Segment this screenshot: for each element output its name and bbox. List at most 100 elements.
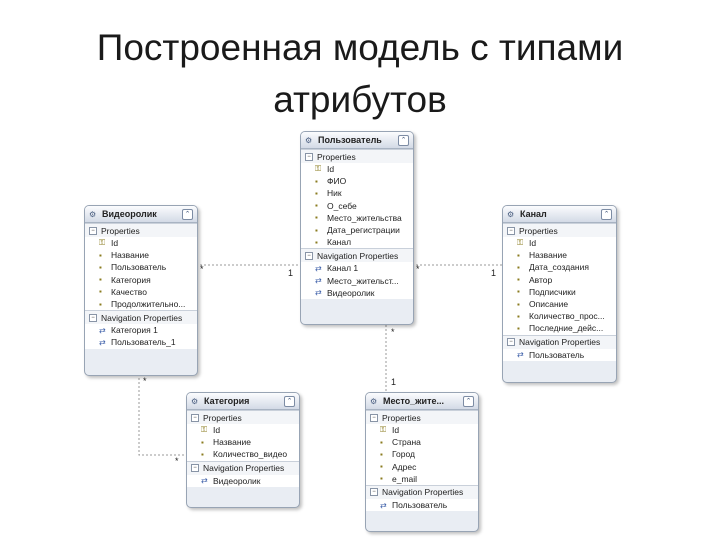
collapse-icon[interactable]: ⌃ bbox=[284, 395, 295, 407]
property-row[interactable]: ▪Название bbox=[85, 249, 197, 262]
section-toggle-icon[interactable]: − bbox=[191, 413, 199, 422]
section-toggle-icon[interactable]: − bbox=[305, 152, 313, 161]
properties-section[interactable]: − Properties bbox=[85, 223, 197, 237]
property-label: Автор bbox=[529, 274, 553, 285]
navigation-row[interactable]: ⇄Видеоролик bbox=[187, 474, 299, 487]
mult-video-user-one: 1 bbox=[288, 268, 294, 278]
navigation-row[interactable]: ⇄Пользователь bbox=[503, 348, 616, 361]
property-row[interactable]: ▪Количество_прос... bbox=[503, 310, 616, 323]
section-label: Navigation Properties bbox=[519, 337, 601, 347]
property-row[interactable]: ▪e_mail bbox=[366, 472, 478, 485]
entity-icon: ⚙ bbox=[89, 209, 97, 219]
property-icon: ▪ bbox=[517, 275, 520, 285]
property-row[interactable]: ▪Подписчики bbox=[503, 285, 616, 298]
property-label: Последние_дейс... bbox=[529, 323, 604, 334]
property-row[interactable]: ▪Пользователь bbox=[85, 261, 197, 274]
title-line-2: атрибутов bbox=[273, 79, 447, 120]
entity-polzovatel[interactable]: ⚙ Пользователь ⌃ − Properties ⚿Id ▪ФИО ▪… bbox=[300, 131, 414, 325]
entity-header[interactable]: ⚙ Категория ⌃ bbox=[187, 393, 299, 410]
collapse-icon[interactable]: ⌃ bbox=[601, 208, 612, 220]
navigation-label: Категория 1 bbox=[111, 325, 158, 336]
property-label: Название bbox=[111, 250, 149, 261]
property-row[interactable]: ▪Место_жительства bbox=[301, 211, 413, 224]
entity-header[interactable]: ⚙ Пользователь ⌃ bbox=[301, 132, 413, 149]
property-row[interactable]: ⚿Id bbox=[366, 424, 478, 437]
property-icon: ▪ bbox=[315, 213, 318, 223]
section-label: Properties bbox=[519, 225, 558, 236]
collapse-icon[interactable]: ⌃ bbox=[398, 134, 409, 146]
navigation-label: Канал 1 bbox=[327, 263, 359, 274]
properties-section[interactable]: − Properties bbox=[301, 149, 413, 163]
entity-header[interactable]: ⚙ Место_жите... ⌃ bbox=[366, 393, 478, 410]
navigation-section[interactable]: − Navigation Properties bbox=[85, 310, 197, 325]
entity-videorolik[interactable]: ⚙ Видеоролик ⌃ − Properties ⚿ Id ▪Названи… bbox=[84, 205, 198, 376]
navigation-row[interactable]: ⇄Видеоролик bbox=[301, 286, 413, 299]
navigation-section[interactable]: − Navigation Properties bbox=[366, 484, 478, 499]
property-row[interactable]: ▪Количество_видео bbox=[187, 448, 299, 461]
navigation-row[interactable]: ⇄Пользователь_1 bbox=[85, 336, 197, 349]
section-toggle-icon[interactable]: − bbox=[507, 226, 515, 235]
navigation-section[interactable]: − Navigation Properties bbox=[187, 460, 299, 475]
property-row[interactable]: ▪Дата_регистрации bbox=[301, 223, 413, 237]
property-row[interactable]: ▪Адрес bbox=[366, 460, 478, 473]
navigation-section[interactable]: − Navigation Properties bbox=[301, 248, 413, 263]
property-row[interactable]: ▪Канал bbox=[301, 236, 413, 249]
entity-kategoriya[interactable]: ⚙ Категория ⌃ − Properties ⚿Id ▪Название… bbox=[186, 392, 300, 508]
section-label: Navigation Properties bbox=[317, 250, 399, 261]
section-toggle-icon[interactable]: − bbox=[305, 251, 313, 260]
property-row[interactable]: ▪Название bbox=[503, 249, 616, 262]
navigation-row[interactable]: ⇄Канал 1 bbox=[301, 262, 413, 275]
property-row[interactable]: ▪Последние_дейс... bbox=[503, 322, 616, 335]
entity-kanal[interactable]: ⚙ Канал ⌃ − Properties ⚿Id ▪Название ▪Да… bbox=[502, 205, 617, 383]
properties-section[interactable]: − Properties bbox=[366, 410, 478, 424]
property-label: Id bbox=[111, 238, 119, 249]
property-row[interactable]: ⚿Id bbox=[503, 237, 616, 250]
property-row[interactable]: ▪Название bbox=[187, 436, 299, 449]
section-toggle-icon[interactable]: − bbox=[370, 413, 378, 422]
property-label: Id bbox=[327, 164, 335, 175]
property-row[interactable]: ▪ Автор bbox=[503, 273, 616, 286]
property-row[interactable]: ⚿ Id bbox=[85, 237, 197, 250]
navigation-row[interactable]: ⇄Пользователь bbox=[366, 498, 478, 512]
property-label: Количество_видео bbox=[213, 449, 288, 460]
property-row[interactable]: ▪Страна bbox=[366, 436, 478, 449]
property-row[interactable]: ▪Продолжительно... bbox=[85, 297, 197, 311]
property-row[interactable]: ▪Ник bbox=[301, 187, 413, 200]
property-row[interactable]: ▪Город bbox=[366, 448, 478, 461]
section-label: Navigation Properties bbox=[101, 312, 183, 323]
property-row[interactable]: ▪Качество bbox=[85, 285, 197, 298]
navigation-section[interactable]: − Navigation Properties bbox=[503, 334, 616, 349]
entity-header[interactable]: ⚙ Канал ⌃ bbox=[503, 206, 616, 223]
section-toggle-icon[interactable]: − bbox=[191, 464, 199, 473]
properties-section[interactable]: − Properties bbox=[503, 223, 616, 237]
collapse-icon[interactable]: ⌃ bbox=[182, 208, 193, 220]
property-icon: ▪ bbox=[517, 287, 520, 297]
key-icon: ⚿ bbox=[99, 238, 106, 248]
property-row[interactable]: ⚿Id bbox=[301, 163, 413, 176]
collapse-icon[interactable]: ⌃ bbox=[463, 395, 474, 407]
property-row[interactable]: ▪О_себе bbox=[301, 199, 413, 212]
title-line-1: Построенная модель с типами bbox=[96, 27, 624, 68]
key-icon: ⚿ bbox=[201, 425, 208, 435]
navigation-row[interactable]: ⇄Категория 1 bbox=[85, 324, 197, 337]
properties-section[interactable]: − Properties bbox=[187, 410, 299, 424]
navigation-label: Видеоролик bbox=[213, 475, 261, 486]
property-row[interactable]: ⚿Id bbox=[187, 424, 299, 437]
property-row[interactable]: ▪Дата_создания bbox=[503, 261, 616, 274]
property-label: Страна bbox=[392, 437, 421, 448]
property-row[interactable]: ▪Категория bbox=[85, 273, 197, 286]
navigation-label: Пользователь_1 bbox=[111, 337, 176, 348]
entity-mesto-zhitelstva[interactable]: ⚙ Место_жите... ⌃ − Properties ⚿Id ▪Стра… bbox=[365, 392, 479, 532]
section-toggle-icon[interactable]: − bbox=[89, 226, 97, 235]
mult-user-place-star: * bbox=[391, 327, 395, 337]
section-toggle-icon[interactable]: − bbox=[370, 488, 378, 497]
property-row[interactable]: ▪Описание bbox=[503, 297, 616, 311]
property-icon: ▪ bbox=[315, 201, 318, 211]
section-toggle-icon[interactable]: − bbox=[89, 313, 97, 322]
property-label: Количество_прос... bbox=[529, 311, 605, 322]
section-toggle-icon[interactable]: − bbox=[507, 338, 515, 346]
entity-header[interactable]: ⚙ Видеоролик ⌃ bbox=[85, 206, 197, 223]
navigation-row[interactable]: ⇄Место_жительст... bbox=[301, 274, 413, 287]
mult-user-channel-one: 1 bbox=[491, 268, 497, 278]
property-row[interactable]: ▪ФИО bbox=[301, 175, 413, 188]
